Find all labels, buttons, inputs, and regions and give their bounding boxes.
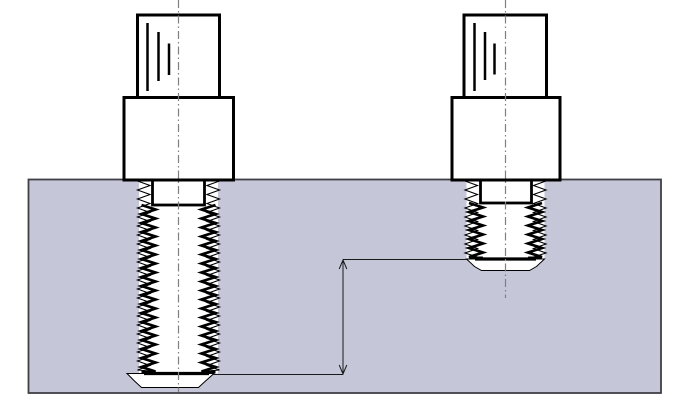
arrowhead-down-icon bbox=[338, 364, 348, 376]
left-screw-thread-zigzag-left bbox=[137, 203, 160, 374]
material-block bbox=[27, 178, 662, 394]
right-screw-thread-zigzag-left bbox=[464, 201, 488, 260]
depth-dimension bbox=[212, 258, 467, 376]
left-cap-knurl-lines bbox=[146, 23, 171, 91]
left-screw-thread-zigzag-right bbox=[197, 203, 220, 374]
left-hole-bottom-tip bbox=[125, 373, 216, 388]
arrowhead-up-icon bbox=[338, 258, 348, 270]
right-cap-knurl-lines bbox=[473, 23, 496, 91]
right-screw bbox=[450, 13, 562, 271]
right-screw-thread-zigzag-right bbox=[523, 201, 547, 260]
